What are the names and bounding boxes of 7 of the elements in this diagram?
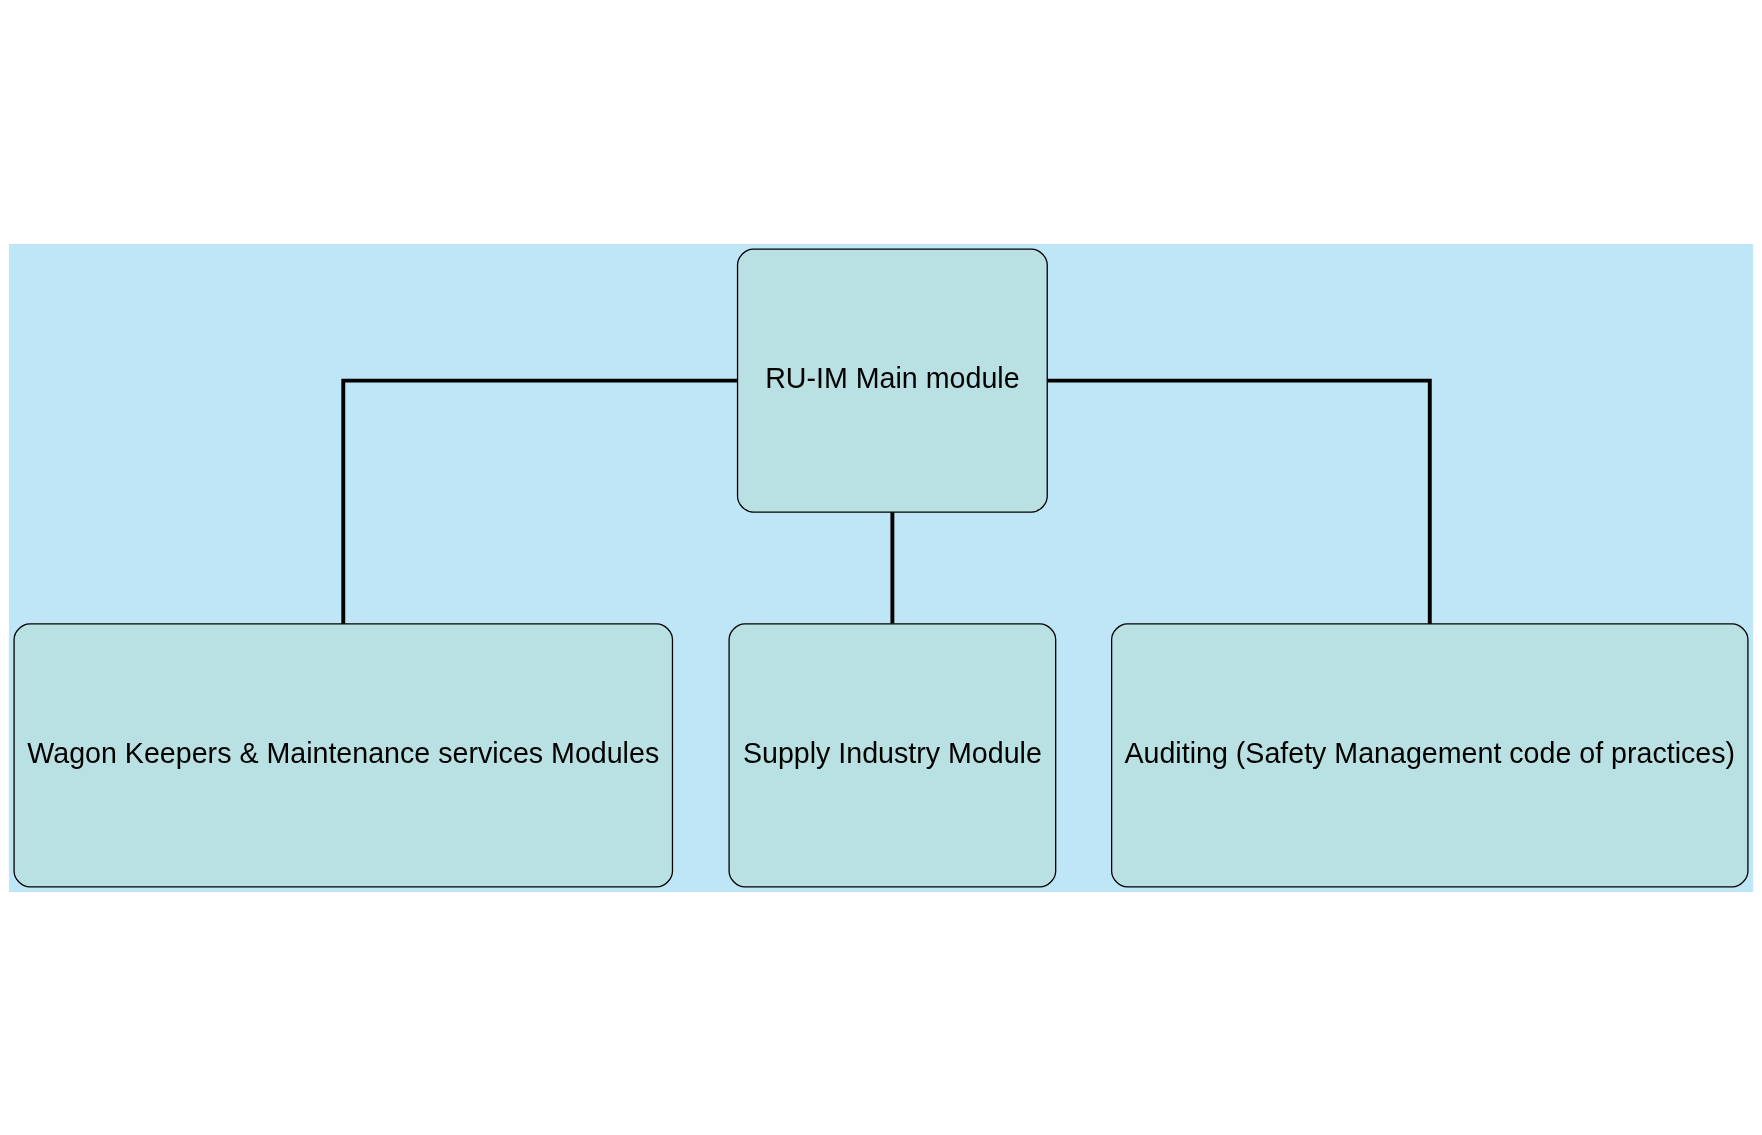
node-box: Auditing (Safety Management code of practices) xyxy=(1111,622,1749,887)
node-box: Supply Industry Module xyxy=(728,622,1057,887)
connector xyxy=(890,511,895,623)
connector xyxy=(1047,378,1432,624)
node-box: Wagon Keepers & Maintenance services Modules xyxy=(13,622,674,887)
node-box: RU-IM Main module xyxy=(736,248,1048,513)
connector xyxy=(341,378,738,624)
